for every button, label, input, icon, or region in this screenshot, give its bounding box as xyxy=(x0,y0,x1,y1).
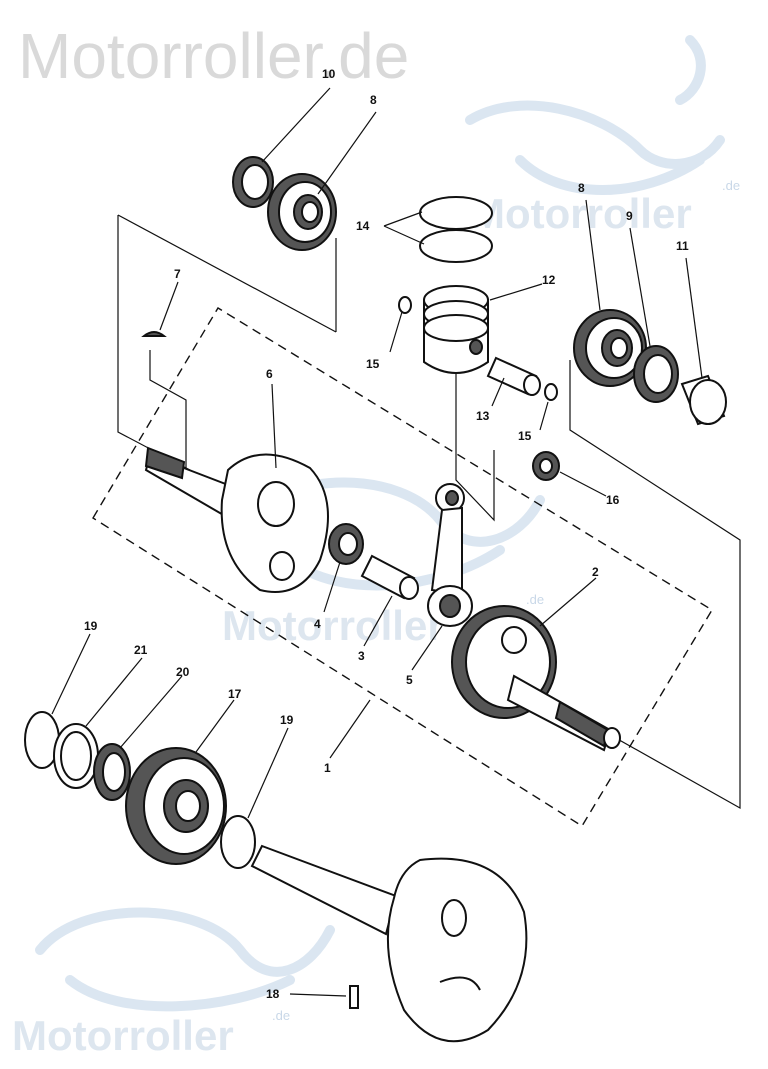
watermark-small-bottom: .de xyxy=(272,1008,290,1023)
label-part-17: 17 xyxy=(228,687,242,701)
label-part-6: 6 xyxy=(266,367,273,381)
bracket-rod-piston xyxy=(455,340,495,522)
label-part-11: 11 xyxy=(676,239,689,253)
watermark-mid-top: Motorroller xyxy=(470,190,692,237)
crank-half-2 xyxy=(451,605,621,752)
oil-seal-10 xyxy=(232,156,274,208)
label-part-1: 1 xyxy=(324,761,331,775)
needle-bearing-4 xyxy=(328,523,364,565)
label-part-10: 10 xyxy=(322,67,336,81)
circlip-19-right xyxy=(220,815,256,869)
bracket-left xyxy=(117,215,191,471)
label-part-19-right: 19 xyxy=(280,713,294,727)
label-part-12: 12 xyxy=(542,273,556,287)
spacer-20 xyxy=(93,743,131,801)
label-part-16: 16 xyxy=(606,493,620,507)
label-part-13: 13 xyxy=(476,409,490,423)
bracket-left-top xyxy=(117,214,337,333)
watermark-scooter-top xyxy=(465,35,725,195)
crank-half-lower xyxy=(250,844,528,1043)
label-part-3: 3 xyxy=(358,649,365,663)
spacer-11 xyxy=(680,374,727,426)
dowel-pin-18 xyxy=(349,985,359,1009)
watermark-mid-center: Motorroller xyxy=(222,602,444,649)
crank-half-6 xyxy=(144,446,329,593)
circlip-15-right xyxy=(544,383,558,401)
label-part-19-left: 19 xyxy=(84,619,98,633)
watermark-small-top: .de xyxy=(722,178,740,193)
watermark-scooter-bottom xyxy=(35,907,335,1012)
oil-seal-9 xyxy=(633,345,679,403)
nut-16 xyxy=(532,451,560,481)
label-part-15-right: 15 xyxy=(518,429,532,443)
label-part-5: 5 xyxy=(406,673,413,687)
piston-pin-13 xyxy=(486,356,541,396)
label-part-9: 9 xyxy=(626,209,633,223)
watermark-mid-bottom: Motorroller xyxy=(12,1012,234,1059)
label-part-2: 2 xyxy=(592,565,599,579)
watermark-small-center: .de xyxy=(526,592,544,607)
assembly-outline xyxy=(92,307,713,827)
bracket-woodruff xyxy=(149,350,187,470)
label-part-21: 21 xyxy=(134,643,148,657)
washer-21 xyxy=(53,723,99,789)
leader-lines xyxy=(51,87,703,997)
label-part-20: 20 xyxy=(176,665,190,679)
connecting-rod-5 xyxy=(427,483,473,627)
gear-17 xyxy=(125,747,227,865)
circlip-15-left xyxy=(398,296,412,314)
label-part-15-left: 15 xyxy=(366,357,380,371)
bracket-right xyxy=(569,360,741,810)
piston-rings-14 xyxy=(419,196,493,263)
piston-12 xyxy=(423,285,489,374)
label-part-4: 4 xyxy=(314,617,321,631)
crank-pin-3 xyxy=(360,554,419,600)
label-part-7: 7 xyxy=(174,267,181,281)
bearing-8-right xyxy=(573,309,647,387)
watermark-main: Motorroller.de xyxy=(18,20,409,92)
label-part-8-left: 8 xyxy=(370,93,377,107)
woodruff-key-7 xyxy=(141,331,167,337)
label-part-8-right: 8 xyxy=(578,181,585,195)
label-part-14: 14 xyxy=(356,219,370,233)
label-part-18: 18 xyxy=(266,987,280,1001)
bearing-8-left xyxy=(267,173,337,251)
